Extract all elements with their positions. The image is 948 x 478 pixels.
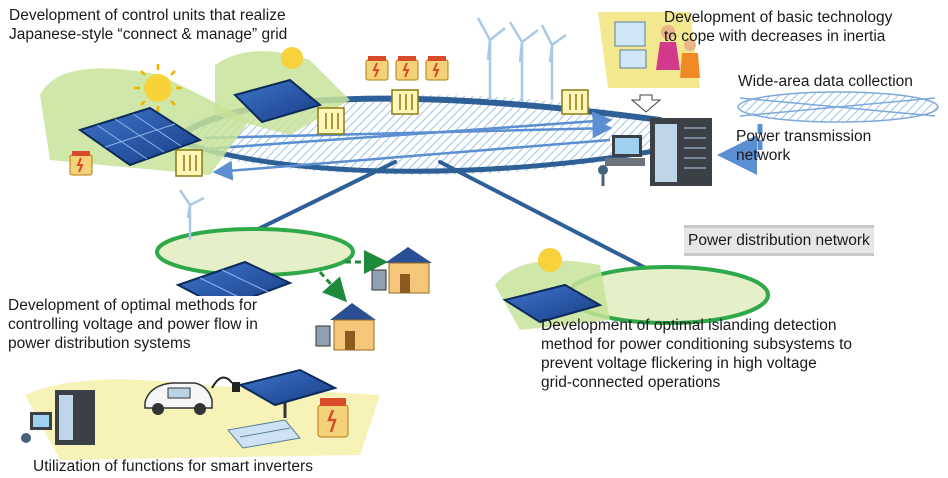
inverter-icon xyxy=(391,89,419,115)
server-rack-icon xyxy=(598,118,712,186)
battery-row xyxy=(365,56,449,81)
label-islanding-line2: method for power conditioning subsystems… xyxy=(541,336,853,353)
label-optimal-methods-line3: power distribution systems xyxy=(8,335,191,352)
transmission-flow-arrows xyxy=(189,111,613,181)
label-control-units-line2: Japanese-style “connect & manage” grid xyxy=(9,26,288,43)
down-arrow-icon xyxy=(630,94,662,113)
battery-icon xyxy=(317,398,349,438)
inverter-icon xyxy=(561,89,589,115)
solar-panel-icon xyxy=(237,368,338,407)
label-islanding-line4: grid-connected operations xyxy=(541,374,721,391)
label-inertia-line2: to cope with decreases in inertia xyxy=(664,28,886,45)
battery-icon xyxy=(69,151,93,176)
wide-area-ring xyxy=(735,91,940,123)
label-inertia: Development of basic technology to cope … xyxy=(664,8,892,46)
sun-icon xyxy=(538,248,562,272)
data-link-arrow xyxy=(717,124,763,175)
inverter-icon xyxy=(227,419,301,449)
label-islanding: Development of optimal islanding detecti… xyxy=(541,316,852,392)
label-transmission: Power transmission network xyxy=(736,127,871,165)
label-optimal-methods-line2: controlling voltage and power flow in xyxy=(8,316,258,333)
solar-panel-icon xyxy=(502,283,603,324)
distribution-flow-arrows xyxy=(318,250,388,303)
label-optimal-methods-line1: Development of optimal methods for xyxy=(8,297,257,314)
house-icon xyxy=(371,247,432,294)
wind-turbine-icon xyxy=(178,17,567,240)
solar-site-left-2 xyxy=(215,47,350,135)
charger-icon xyxy=(211,376,233,389)
label-transmission-line1: Power transmission xyxy=(736,128,872,145)
label-inertia-line1: Development of basic technology xyxy=(664,9,893,26)
house-icon xyxy=(315,303,376,351)
label-wide-area: Wide-area data collection xyxy=(736,72,915,91)
solar-site-distribution-right xyxy=(495,248,610,330)
sun-icon xyxy=(281,47,303,69)
distribution-feeders xyxy=(238,160,667,280)
label-islanding-line3: prevent voltage flickering in high volta… xyxy=(541,355,817,372)
electric-car-icon xyxy=(144,382,213,415)
smart-inverter-scene xyxy=(21,368,380,460)
label-islanding-line1: Development of optimal islanding detecti… xyxy=(541,317,837,334)
label-control-units: Development of control units that realiz… xyxy=(7,6,290,44)
control-room-icon xyxy=(598,12,700,88)
label-distribution: Power distribution network xyxy=(684,225,874,256)
solar-panel-icon xyxy=(77,106,203,167)
label-optimal-methods: Development of optimal methods for contr… xyxy=(6,296,260,353)
sun-icon xyxy=(134,64,182,112)
inverter-icon xyxy=(175,149,203,177)
solar-panel-icon xyxy=(233,78,323,124)
label-control-units-line1: Development of control units that realiz… xyxy=(9,7,286,24)
label-transmission-line2: network xyxy=(736,147,791,164)
inverter-icon xyxy=(317,107,345,135)
server-rack-icon xyxy=(21,390,95,445)
solar-site-left xyxy=(40,64,250,175)
label-smart-inverters: Utilization of functions for smart inver… xyxy=(33,458,313,475)
